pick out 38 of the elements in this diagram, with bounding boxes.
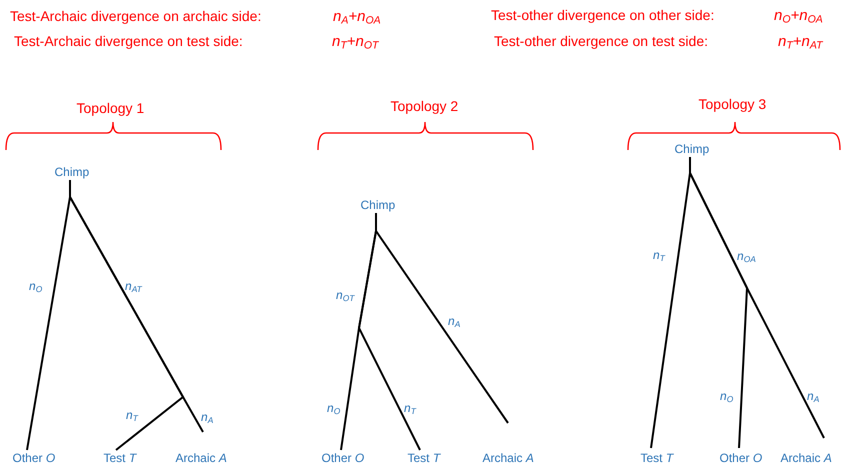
formula: n$_{A}$+n$_{OA}$ <box>333 9 381 24</box>
branch-label: n$_{O}$ <box>720 390 734 402</box>
topology-title: Topology 3 <box>698 97 766 111</box>
branch-label: n$_{T}$ <box>126 409 138 421</box>
taxon-label: Test T <box>408 452 440 464</box>
tree-branch <box>689 157 825 438</box>
taxon-label: Test T <box>640 452 674 464</box>
caption-text: Test-Archaic divergence on archaic side: <box>10 9 262 23</box>
branch-label: n$_{T}$ <box>653 249 665 261</box>
topology-title: Topology 1 <box>76 101 144 115</box>
taxon-label: Chimp <box>674 143 710 155</box>
taxon-label: Archaic A <box>780 452 832 464</box>
branch-label: n$_{OT}$ <box>336 289 354 301</box>
branch-label: n$_{A}$ <box>807 390 820 402</box>
branch-label: n$_{A}$ <box>201 411 214 423</box>
taxon-label: Chimp <box>360 199 396 211</box>
formula: n$_{T}$+n$_{AT}$ <box>778 34 823 49</box>
taxon-label: Other O <box>322 452 364 464</box>
caption-text: Test-other divergence on test side: <box>494 34 708 48</box>
branch-label: n$_{AT}$ <box>125 280 142 292</box>
branch-label: n$_{A}$ <box>448 315 460 327</box>
branch-label: n$_{OA}$ <box>737 250 756 262</box>
taxon-label: Test T <box>104 452 136 464</box>
branch-label: n$_{T}$ <box>404 402 416 414</box>
formula: n$_{O}$+n$_{OA}$ <box>774 8 823 23</box>
taxon-label: Archaic A <box>482 452 534 464</box>
taxon-label: Other O <box>720 452 762 464</box>
topology-title: Topology 2 <box>390 99 458 113</box>
branch-label: n$_{O}$ <box>29 280 42 292</box>
caption-text: Test-other divergence on other side: <box>491 8 714 22</box>
taxon-label: Chimp <box>54 166 90 178</box>
tree-branch <box>69 180 204 432</box>
branch-label: n$_{O}$ <box>327 402 340 414</box>
taxon-label: Other O <box>12 452 56 464</box>
formula: n$_{T}$+n$_{OT}$ <box>332 34 378 49</box>
taxon-label: Archaic A <box>176 452 227 464</box>
tree-branch <box>375 213 509 424</box>
caption-text: Test-Archaic divergence on test side: <box>14 34 243 48</box>
